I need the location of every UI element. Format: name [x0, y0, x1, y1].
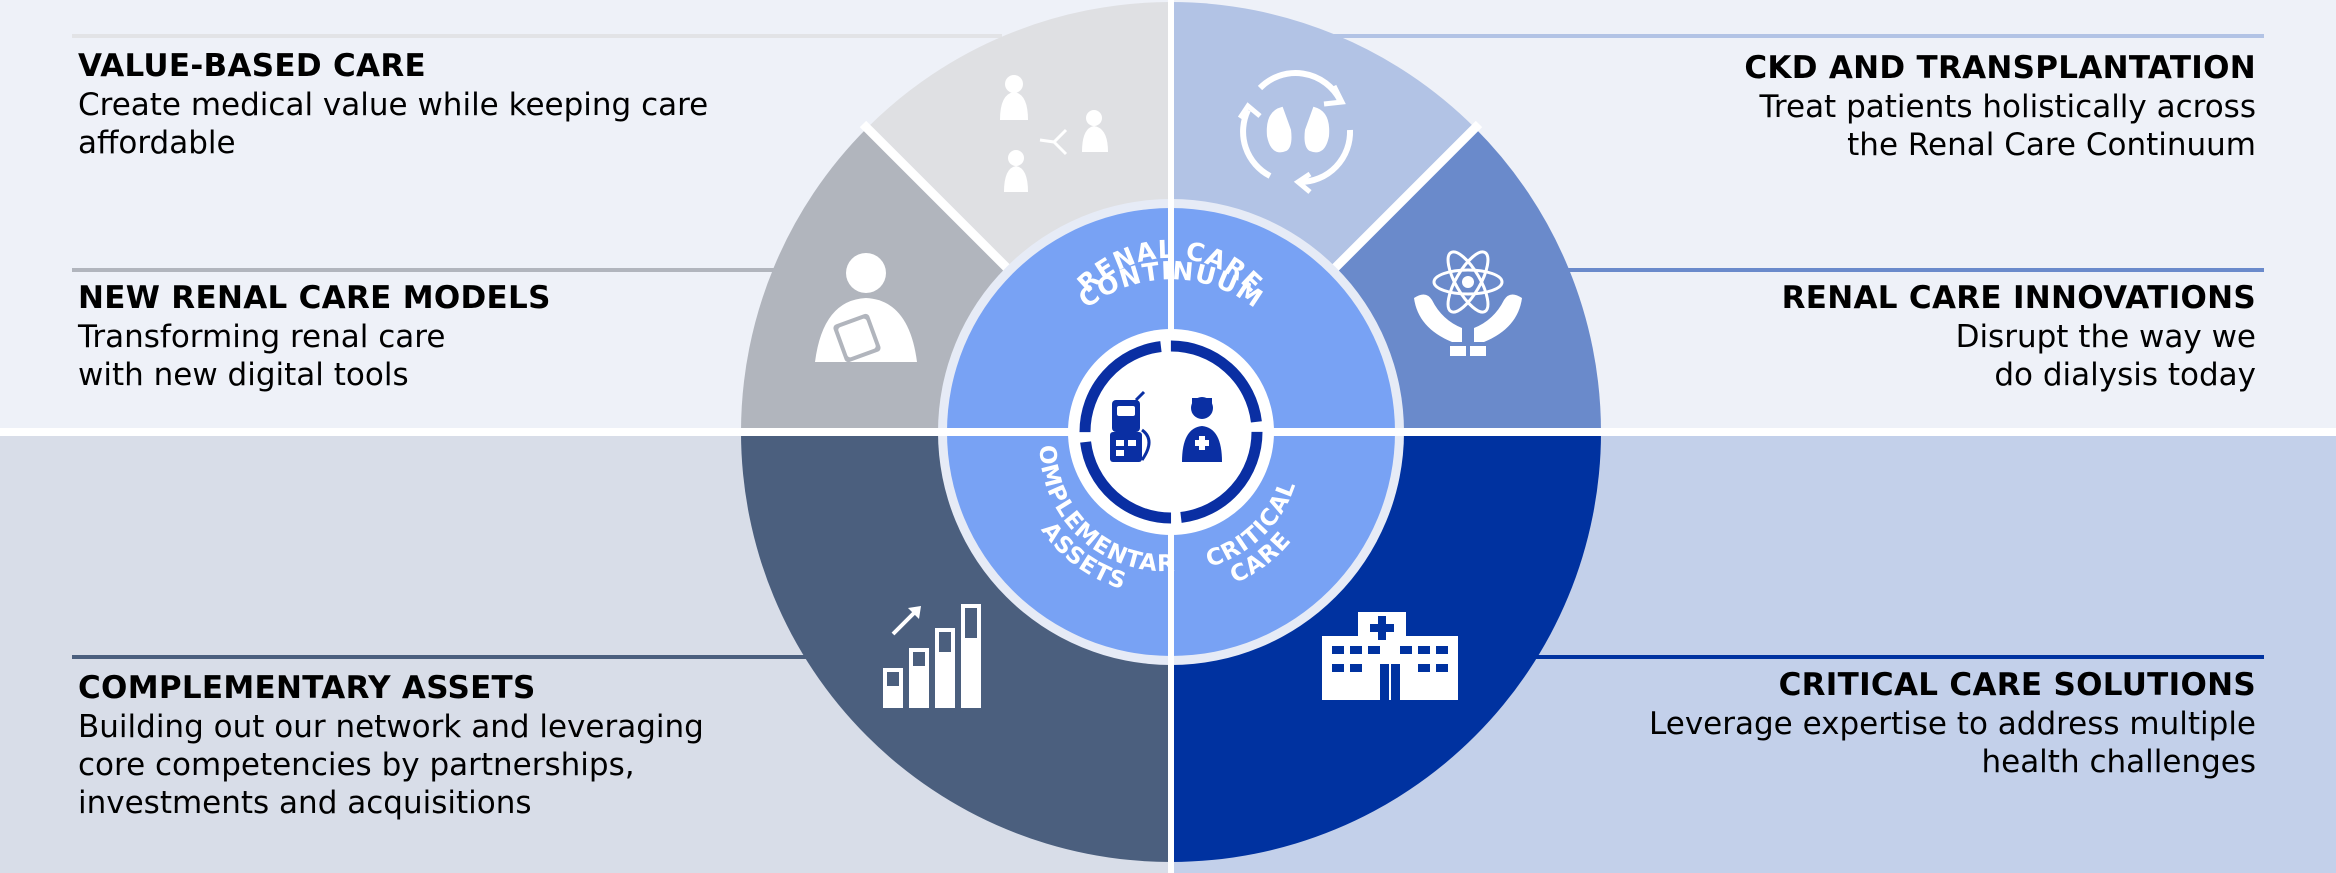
- desc-critical-care-solutions-line-1: Leverage expertise to address multiple: [1649, 706, 2256, 742]
- desc-critical-care-solutions-line-2: health challenges: [1981, 744, 2256, 780]
- heading-ckd-transplantation: CKD AND TRANSPLANTATION: [1744, 50, 2256, 86]
- desc-ckd-transplantation-line-2: the Renal Care Continuum: [1847, 127, 2256, 163]
- heading-critical-care-solutions: CRITICAL CARE SOLUTIONS: [1778, 667, 2256, 703]
- desc-value-based-care-line-1: Create medical value while keeping care: [78, 87, 709, 123]
- core-circle: [1068, 329, 1274, 535]
- block-critical-care-solutions: CRITICAL CARE SOLUTIONS Leverage experti…: [1556, 665, 2256, 781]
- desc-renal-care-innovations-line-2: do dialysis today: [1994, 357, 2256, 393]
- care-network-icon: [1000, 75, 1108, 192]
- heading-new-renal-care-models: NEW RENAL CARE MODELS: [78, 280, 551, 316]
- rule-value-based-care: [72, 34, 1002, 38]
- desc-complementary-assets-line-3: investments and acquisitions: [78, 785, 532, 821]
- person-tablet-icon: [815, 253, 917, 363]
- kidney-cycle-icon: [1237, 70, 1354, 194]
- hospital-icon: [1322, 612, 1458, 700]
- block-complementary-assets: COMPLEMENTARY ASSETS Building out our ne…: [78, 668, 778, 822]
- desc-value-based-care-line-2: affordable: [78, 125, 236, 161]
- rule-complementary-assets: [72, 655, 812, 659]
- dialysis-machine-nurse-icon: [1110, 390, 1222, 462]
- desc-complementary-assets-line-2: core competencies by partnerships,: [78, 747, 635, 783]
- heading-value-based-care: VALUE-BASED CARE: [78, 48, 426, 84]
- heading-complementary-assets: COMPLEMENTARY ASSETS: [78, 670, 536, 706]
- desc-complementary-assets-line-1: Building out our network and leveraging: [78, 709, 704, 745]
- desc-renal-care-innovations-line-1: Disrupt the way we: [1955, 319, 2256, 355]
- block-value-based-care: VALUE-BASED CARE Create medical value wh…: [78, 46, 778, 162]
- rule-ckd-transplantation: [1334, 34, 2264, 38]
- block-new-renal-care-models: NEW RENAL CARE MODELS Transforming renal…: [78, 278, 778, 394]
- desc-new-renal-care-models-line-2: with new digital tools: [78, 357, 409, 393]
- rule-critical-care-solutions: [1524, 655, 2264, 659]
- rule-new-renal-care-models: [72, 268, 812, 272]
- core-ring: [1079, 340, 1263, 524]
- desc-ckd-transplantation-line-1: Treat patients holistically across: [1759, 89, 2256, 125]
- desc-new-renal-care-models-line-1: Transforming renal care: [78, 319, 446, 355]
- growth-bars-icon: [883, 604, 981, 708]
- rule-renal-care-innovations: [1524, 268, 2264, 272]
- atom-hands-icon: [1414, 250, 1522, 356]
- block-renal-care-innovations: RENAL CARE INNOVATIONS Disrupt the way w…: [1556, 278, 2256, 394]
- block-ckd-transplantation: CKD AND TRANSPLANTATION Treat patients h…: [1556, 48, 2256, 164]
- heading-renal-care-innovations: RENAL CARE INNOVATIONS: [1781, 280, 2256, 316]
